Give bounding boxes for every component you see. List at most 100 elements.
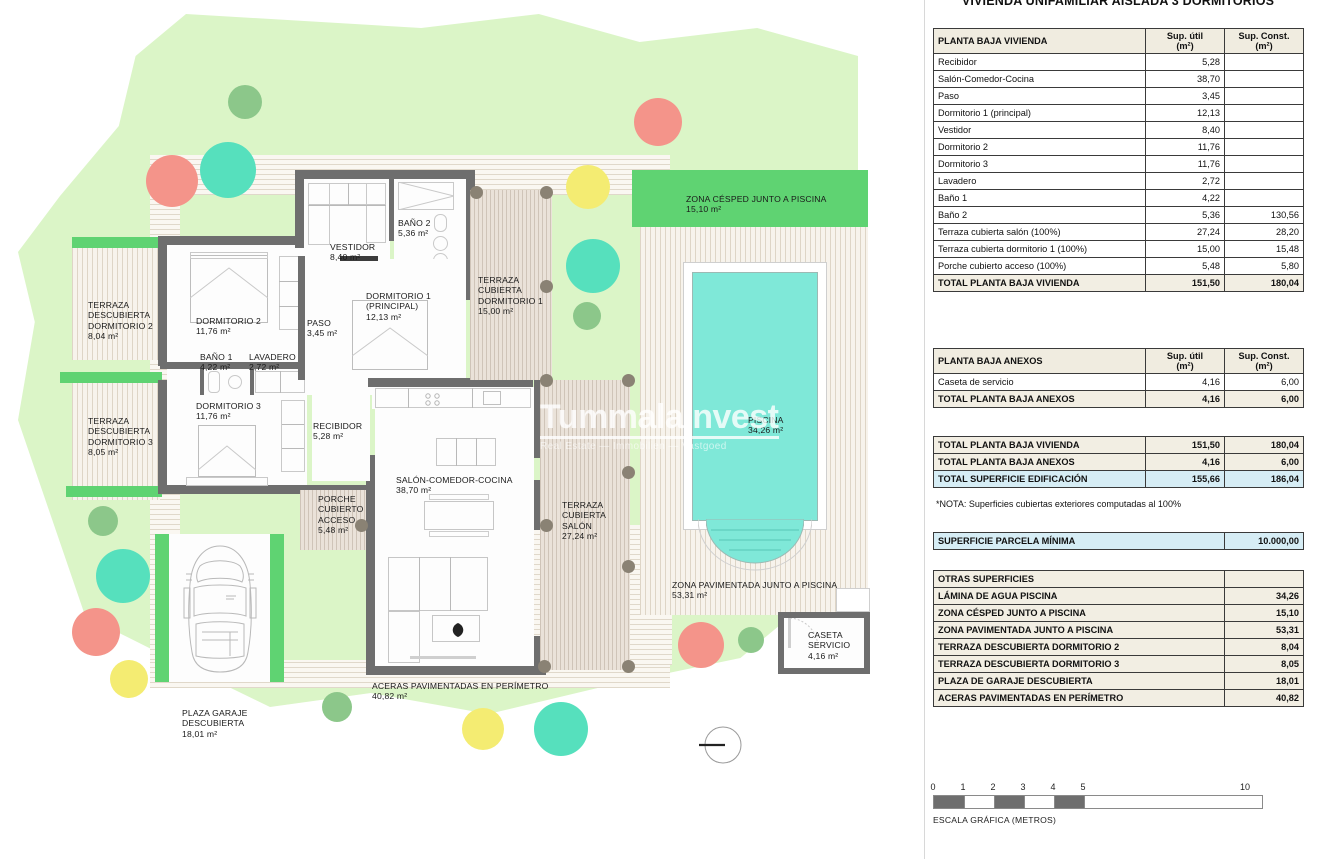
- cell-otras-label: PLAZA DE GARAJE DESCUBIERTA: [933, 672, 1225, 690]
- header-otras: OTRAS SUPERFICIES: [933, 570, 1225, 588]
- cell-room-name: Dormitorio 3: [933, 155, 1146, 173]
- terraza-descubierta-dormitorio-3: [72, 380, 160, 500]
- pillar-porche-e: [540, 519, 553, 532]
- cell-otras-value: 40,82: [1224, 689, 1304, 707]
- label-dormitorio-2: DORMITORIO 2 11,76 m²: [196, 316, 261, 337]
- kitchen-counter-outline: [375, 388, 531, 408]
- bed-2-headboard: [190, 252, 268, 259]
- sofa-seat-div2: [450, 557, 451, 611]
- cell-otras-label: ZONA PAVIMENTADA JUNTO A PISCINA: [933, 621, 1225, 639]
- cell-room-name: Dormitorio 2: [933, 138, 1146, 156]
- lawn-strip-garage-left: [155, 534, 169, 682]
- cell-summary-label: TOTAL PLANTA BAJA ANEXOS: [933, 453, 1146, 471]
- sheet-title: VIVIENDA UNIFAMILIAR AISLADA 3 DORMITORI…: [961, 0, 1275, 8]
- cell-sup-const: [1224, 87, 1304, 105]
- cell-room-name: Dormitorio 1 (principal): [933, 104, 1146, 122]
- label-bano-1: BAÑO 1 4,22 m²: [200, 352, 233, 373]
- scale-caption: ESCALA GRÁFICA (METROS): [933, 815, 1057, 825]
- lawn-strip-garage-right: [270, 534, 284, 682]
- cell-otras-label: TERRAZA DESCUBIERTA DORMITORIO 3: [933, 655, 1225, 673]
- pillar-t1-nw: [470, 186, 483, 199]
- header-const: Sup. Const. (m²): [1224, 28, 1304, 54]
- coffee-table: [432, 615, 480, 642]
- cell-sup-const: [1224, 138, 1304, 156]
- cell-total-label: TOTAL PLANTA BAJA VIVIENDA: [933, 274, 1146, 292]
- cell-sup-util: 27,24: [1145, 223, 1225, 241]
- scale-tick-label: 10: [1239, 782, 1251, 792]
- terraza-descubierta-dormitorio-2: [72, 240, 160, 360]
- cell-summary-util: 4,16: [1145, 453, 1225, 471]
- cell-sup-util: 38,70: [1145, 70, 1225, 88]
- cell-sup-const: 130,56: [1224, 206, 1304, 224]
- bed-1-outline: [352, 300, 428, 370]
- scale-tick-3: [1024, 796, 1025, 808]
- cell-room-name: Lavadero: [933, 172, 1146, 190]
- cell-otras-label: ZONA CÉSPED JUNTO A PISCINA: [933, 604, 1225, 622]
- header-room: PLANTA BAJA VIVIENDA: [933, 28, 1146, 54]
- label-dormitorio-1: DORMITORIO 1 (PRINCIPAL) 12,13 m²: [366, 291, 431, 322]
- parcela-value: 10.000,00: [1224, 532, 1304, 550]
- wardrobe-bedroom-2-shelf1: [279, 281, 304, 282]
- pool-water: [692, 272, 818, 521]
- porche-cubierto-acceso: [300, 490, 366, 550]
- wall-vestidor-bano2: [389, 179, 394, 241]
- cell-summary-util: 151,50: [1145, 436, 1225, 454]
- wardrobe-bedroom-3-shelf1: [281, 424, 305, 425]
- cell-sup-util: 15,00: [1145, 240, 1225, 258]
- pillar-t1-e: [540, 280, 553, 293]
- wall-dormitorio1-left: [298, 256, 305, 380]
- cell-sup-const: [1224, 155, 1304, 173]
- scale-bar: [933, 795, 1263, 809]
- cell-sup-const: 15,48: [1224, 240, 1304, 258]
- cell-sup-const: [1224, 189, 1304, 207]
- zona-cesped-junto-a-piscina: [632, 170, 868, 227]
- scale-tick-5: [1084, 796, 1085, 808]
- label-zona-pavimentada: ZONA PAVIMENTADA JUNTO A PISCINA 53,31 m…: [672, 580, 838, 601]
- cell-sup-util: 11,76: [1145, 138, 1225, 156]
- shrub-green-2: [573, 302, 601, 330]
- lawn-strip-terrace-mid: [60, 372, 162, 383]
- cooktop-icon: [425, 393, 440, 406]
- pillar-porche-w: [355, 519, 368, 532]
- cell-sup-const: [1224, 172, 1304, 190]
- wall-salon-right-b: [534, 480, 543, 530]
- bed-3-cover-icon: [198, 445, 256, 471]
- shrub-red-1: [146, 155, 198, 207]
- sheet-divider: [924, 0, 925, 859]
- wall-partition-lavadero: [250, 369, 254, 395]
- label-paso: PASO 3,45 m²: [307, 318, 338, 339]
- wall-master-top: [295, 170, 475, 179]
- header-util-anexos: Sup. útil (m²): [1145, 348, 1225, 374]
- label-bano-2: BAÑO 2 5,36 m²: [398, 218, 431, 239]
- wall-bedroom-wing-bottom: [158, 485, 368, 494]
- bed-2-outline: [190, 255, 268, 323]
- scale-tick-label: 4: [1050, 782, 1056, 792]
- cell-sup-util: 4,22: [1145, 189, 1225, 207]
- cell-room-name: Terraza cubierta salón (100%): [933, 223, 1146, 241]
- pillar-salon-ne: [622, 374, 635, 387]
- shrub-red-3: [72, 608, 120, 656]
- sideboard: [436, 438, 496, 466]
- scale-tick-4: [1054, 796, 1055, 808]
- room-bano2: [394, 179, 466, 264]
- label-terraza-descubierta-dormitorio-3: TERRAZA DESCUBIERTA DORMITORIO 3 8,05 m²: [88, 416, 153, 458]
- cell-summary-const: 6,00: [1224, 453, 1304, 471]
- kitchen-counter-strip: [372, 387, 534, 409]
- sink-bano1: [228, 375, 242, 389]
- cell-total-label: TOTAL PLANTA BAJA ANEXOS: [933, 390, 1146, 408]
- room-dormitorio-1: [304, 259, 466, 379]
- vestidor-closet-right: [366, 183, 386, 243]
- shrub-teal-2: [566, 239, 620, 293]
- room-recibidor: [312, 389, 370, 481]
- wall-salon-right-c: [534, 636, 543, 675]
- cell-room-name: Paso: [933, 87, 1146, 105]
- shrub-teal-4: [534, 702, 588, 756]
